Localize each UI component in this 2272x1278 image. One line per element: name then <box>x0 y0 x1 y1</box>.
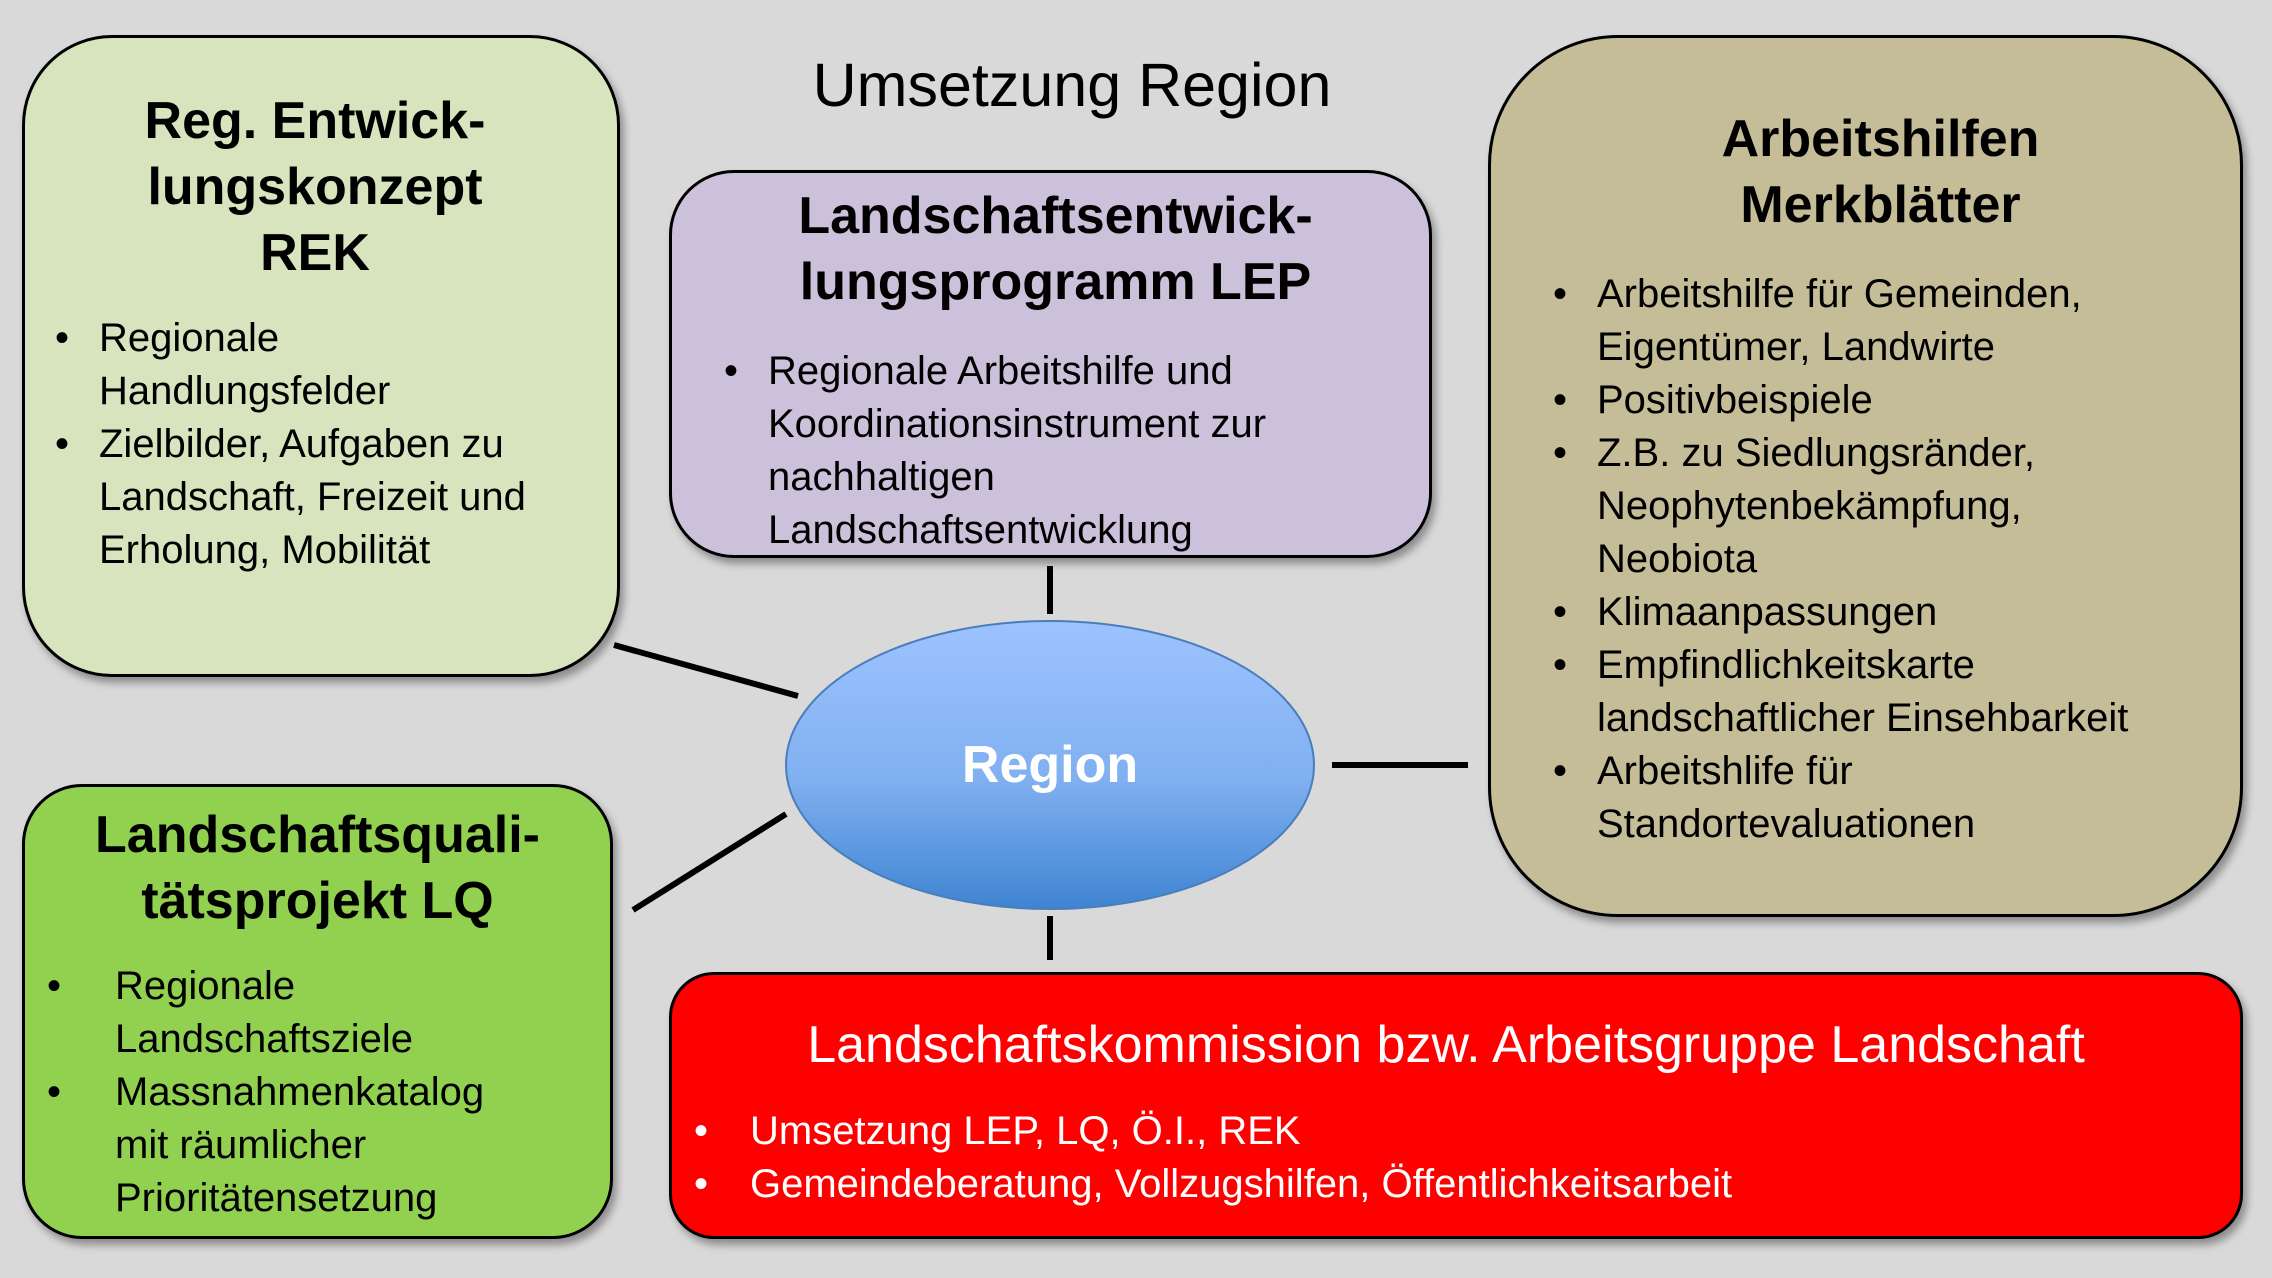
heading-line: lungsprogramm LEP <box>799 253 1312 311</box>
list-item: Massnahmenkatalog mit räumlicher Priorit… <box>25 1066 535 1225</box>
region-ellipse <box>785 620 1315 910</box>
lq-heading: Landschaftsquali-tätsprojekt LQ <box>25 802 600 934</box>
page-title: Umsetzung Region <box>812 51 1332 119</box>
kommission-box: Landschaftskommission bzw. Arbeitsgruppe… <box>669 972 2243 1239</box>
heading-line: tätsprojekt LQ <box>141 872 494 930</box>
region-label: Region <box>961 736 1139 794</box>
heading-line: Reg. Entwick- <box>144 92 486 150</box>
list-item: Z.B. zu Siedlungsränder, Neophytenbekämp… <box>1531 427 2117 586</box>
list-item: Regionale Landschaftsziele <box>25 960 435 1066</box>
list-item: Umsetzung LEP, LQ, Ö.I., REK <box>672 1105 2220 1158</box>
connector-lq <box>631 811 788 913</box>
list-item: Empfindlichkeitskarte landschaftlicher E… <box>1531 639 2217 745</box>
heading-line: lungskonzept <box>147 158 483 216</box>
heading-line: Landschaftsentwick- <box>798 187 1313 245</box>
heading-line: REK <box>260 224 370 282</box>
list-item: Zielbilder, Aufgaben zu Landschaft, Frei… <box>33 418 559 577</box>
lep-heading: Landschaftsentwick-lungsprogramm LEP <box>672 183 1419 315</box>
kommission-heading: Landschaftskommission bzw. Arbeitsgruppe… <box>807 1016 2085 1074</box>
list-item: Arbeitshlife für Standortevaluationen <box>1531 745 1975 851</box>
lep-box: Landschaftsentwick-lungsprogramm LEP Reg… <box>669 170 1432 558</box>
heading-line: Merkblätter <box>1740 176 2021 234</box>
heading-line: Arbeitshilfen <box>1721 110 2040 168</box>
list-item: Regionale Handlungsfelder <box>33 312 390 418</box>
list-item: Gemeindeberatung, Vollzugshilfen, Öffent… <box>672 1158 2220 1211</box>
list-item: Arbeitshilfe für Gemeinden, Eigentümer, … <box>1531 268 2157 374</box>
connector-rek <box>613 642 799 699</box>
list-item: Klimaanpassungen <box>1531 586 2230 639</box>
list-item: Positivbeispiele <box>1531 374 2230 427</box>
lq-box: Landschaftsquali-tätsprojekt LQ Regional… <box>22 784 613 1239</box>
heading-line: Landschaftsquali- <box>95 806 540 864</box>
list-item: Regionale Arbeitshilfe und Koordinations… <box>702 345 1368 557</box>
